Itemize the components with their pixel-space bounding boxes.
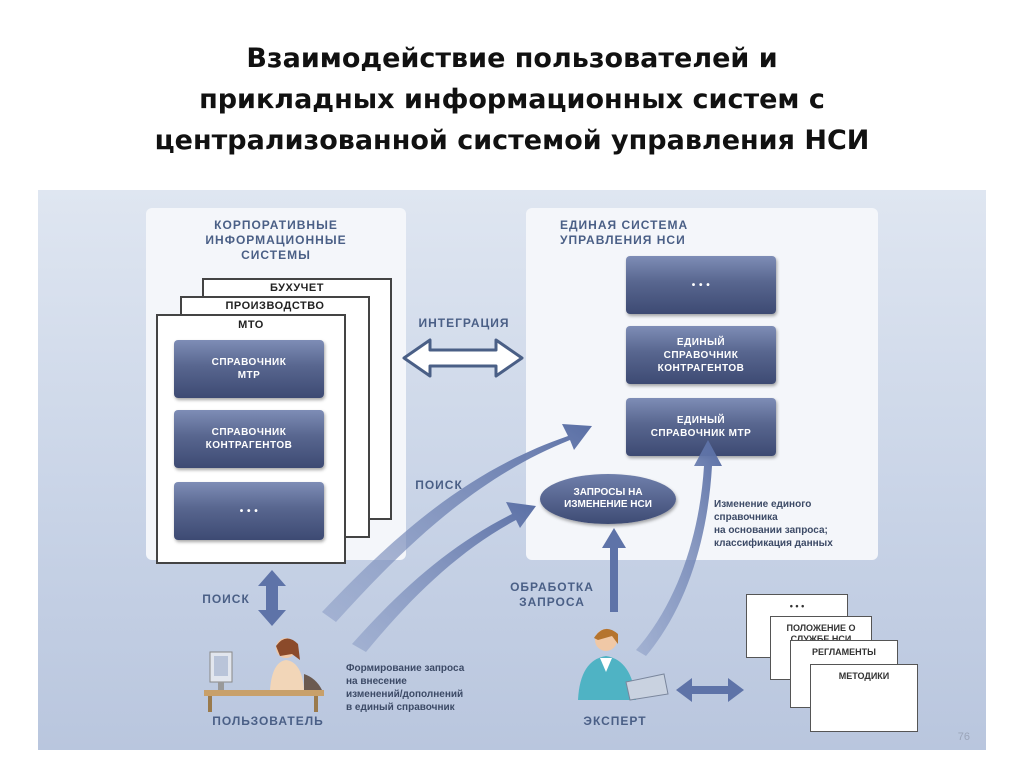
doc-title: • • • xyxy=(789,601,805,611)
page-title: Взаимодействие пользователей и прикладны… xyxy=(0,38,1024,161)
card-title: МТО xyxy=(238,319,264,331)
btn-line: СПРАВОЧНИК xyxy=(211,427,287,438)
btn-line: МТР xyxy=(237,370,261,381)
expert-label: ЭКСПЕРТ xyxy=(583,714,647,728)
request-curved-arrow xyxy=(352,502,536,652)
change-note: Изменение единого справочника на основан… xyxy=(714,498,884,550)
doc-metodiki: МЕТОДИКИ xyxy=(810,664,918,732)
corporate-systems-heading: КОРПОРАТИВНЫЕ ИНФОРМАЦИОННЫЕ СИСТЕМЫ xyxy=(146,218,406,263)
expert-icon xyxy=(578,628,669,701)
btn-more-left[interactable]: • • • xyxy=(174,482,324,540)
card-title: БУХУЧЕТ xyxy=(270,282,324,294)
btn-line: СПРАВОЧНИК xyxy=(663,349,739,361)
user-icon xyxy=(204,638,324,712)
btn-line: • • • xyxy=(691,279,711,291)
heading-line: УПРАВЛЕНИЯ НСИ xyxy=(560,233,686,247)
processing-arrow xyxy=(602,528,626,612)
doc-title: ПОЛОЖЕНИЕ О СЛУЖБЕ НСИ xyxy=(786,623,856,644)
btn-spravochnik-mtr[interactable]: СПРАВОЧНИК МТР xyxy=(174,340,324,398)
doc-title: МЕТОДИКИ xyxy=(838,671,890,681)
search-curved-arrow xyxy=(322,424,592,622)
search-left-label: ПОИСК xyxy=(202,592,250,606)
heading-line: ЕДИНАЯ СИСТЕМА xyxy=(560,218,689,232)
note-line: Формирование запроса xyxy=(346,663,465,674)
btn-line: • • • xyxy=(239,505,259,517)
note-line: в единый справочник xyxy=(346,702,455,713)
doc-title: РЕГЛАМЕНТЫ xyxy=(811,647,876,657)
btn-unified-mtr[interactable]: ЕДИНЫЙ СПРАВОЧНИК МТР xyxy=(626,398,776,456)
btn-unified-kontragenty[interactable]: ЕДИНЫЙ СПРАВОЧНИК КОНТРАГЕНТОВ xyxy=(626,326,776,384)
btn-line: КОНТРАГЕНТОВ xyxy=(657,362,745,374)
label-line: ЗАПРОСА xyxy=(519,595,585,609)
card-title: ПРОИЗВОДСТВО xyxy=(225,300,325,312)
integration-arrow xyxy=(402,338,524,378)
btn-line: ЕДИНЫЙ xyxy=(676,415,726,426)
note-line: изменений/дополнений xyxy=(346,689,464,700)
search-top-label: ПОИСК xyxy=(415,478,463,492)
title-line-2: прикладных информационных систем с xyxy=(199,84,825,115)
ellipse-line: ЗАПРОСЫ НА xyxy=(573,487,643,498)
note-line: классификация данных xyxy=(714,538,833,549)
user-label: ПОЛЬЗОВАТЕЛЬ xyxy=(212,714,324,728)
search-vertical-arrow xyxy=(258,570,286,626)
note-line: на основании запроса; xyxy=(714,525,828,536)
title-line-3: централизованной системой управления НСИ xyxy=(154,125,870,156)
processing-label: ОБРАБОТКА ЗАПРОСА xyxy=(500,580,604,610)
note-line: Изменение единого xyxy=(714,499,812,510)
note-line: на внесение xyxy=(346,676,407,687)
expert-curved-arrow xyxy=(636,440,722,656)
heading-line: КОРПОРАТИВНЫЕ xyxy=(214,218,338,232)
user-figure xyxy=(204,634,334,714)
note-line: справочника xyxy=(714,512,778,523)
integration-label: ИНТЕГРАЦИЯ xyxy=(418,316,510,330)
ellipse-line: ИЗМЕНЕНИЕ НСИ xyxy=(564,499,652,510)
btn-more-right[interactable]: • • • xyxy=(626,256,776,314)
heading-line: СИСТЕМЫ xyxy=(241,248,311,262)
requests-ellipse[interactable]: ЗАПРОСЫ НА ИЗМЕНЕНИЕ НСИ xyxy=(540,474,676,524)
page-number: 76 xyxy=(957,731,970,743)
heading-line: ИНФОРМАЦИОННЫЕ xyxy=(205,233,347,247)
btn-line: КОНТРАГЕНТОВ xyxy=(205,440,293,451)
expert-figure xyxy=(556,622,676,710)
btn-line: СПРАВОЧНИК МТР xyxy=(650,428,752,439)
btn-spravochnik-kontragentov[interactable]: СПРАВОЧНИК КОНТРАГЕНТОВ xyxy=(174,410,324,468)
unified-nsi-heading: ЕДИНАЯ СИСТЕМА УПРАВЛЕНИЯ НСИ xyxy=(560,218,760,248)
docs-arrow xyxy=(676,678,744,702)
btn-line: СПРАВОЧНИК xyxy=(211,357,287,368)
title-line-1: Взаимодействие пользователей и xyxy=(246,43,778,74)
btn-line: ЕДИНЫЙ xyxy=(676,336,726,348)
label-line: ОБРАБОТКА xyxy=(510,580,594,594)
user-note: Формирование запроса на внесение изменен… xyxy=(346,662,516,714)
